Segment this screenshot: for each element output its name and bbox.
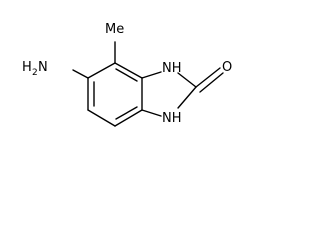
bond-n3-c2 [177,72,197,88]
benzene-ring [87,62,143,127]
oxygen-label: O [222,60,232,75]
bond-c3a-c4 [114,62,143,79]
bond-c4-c5 [87,62,116,79]
double-bond-c7-c7a [115,106,138,120]
bond-c2-n1 [177,86,197,109]
bond-amino [72,69,89,79]
nh-top-label: NH [162,61,182,76]
imidazolone-ring [141,67,224,117]
chemical-structure: Me H 2 N NH NH O [22,22,232,127]
nh-bottom-label: NH [162,111,182,126]
methyl-label: Me [105,22,124,37]
bond-c3a-n3 [141,71,162,79]
amino-subscript: 2 [32,68,38,78]
bond-c7-c7a [114,109,143,127]
bond-c6-c7 [87,109,116,127]
amino-h-label: H [22,60,32,75]
double-bond-c3a-c4 [115,68,138,82]
bond-c2-o [195,67,221,88]
bond-c7a-n1 [141,109,162,117]
amino-n-label: N [38,60,48,75]
double-bond-c2-o [199,72,224,93]
